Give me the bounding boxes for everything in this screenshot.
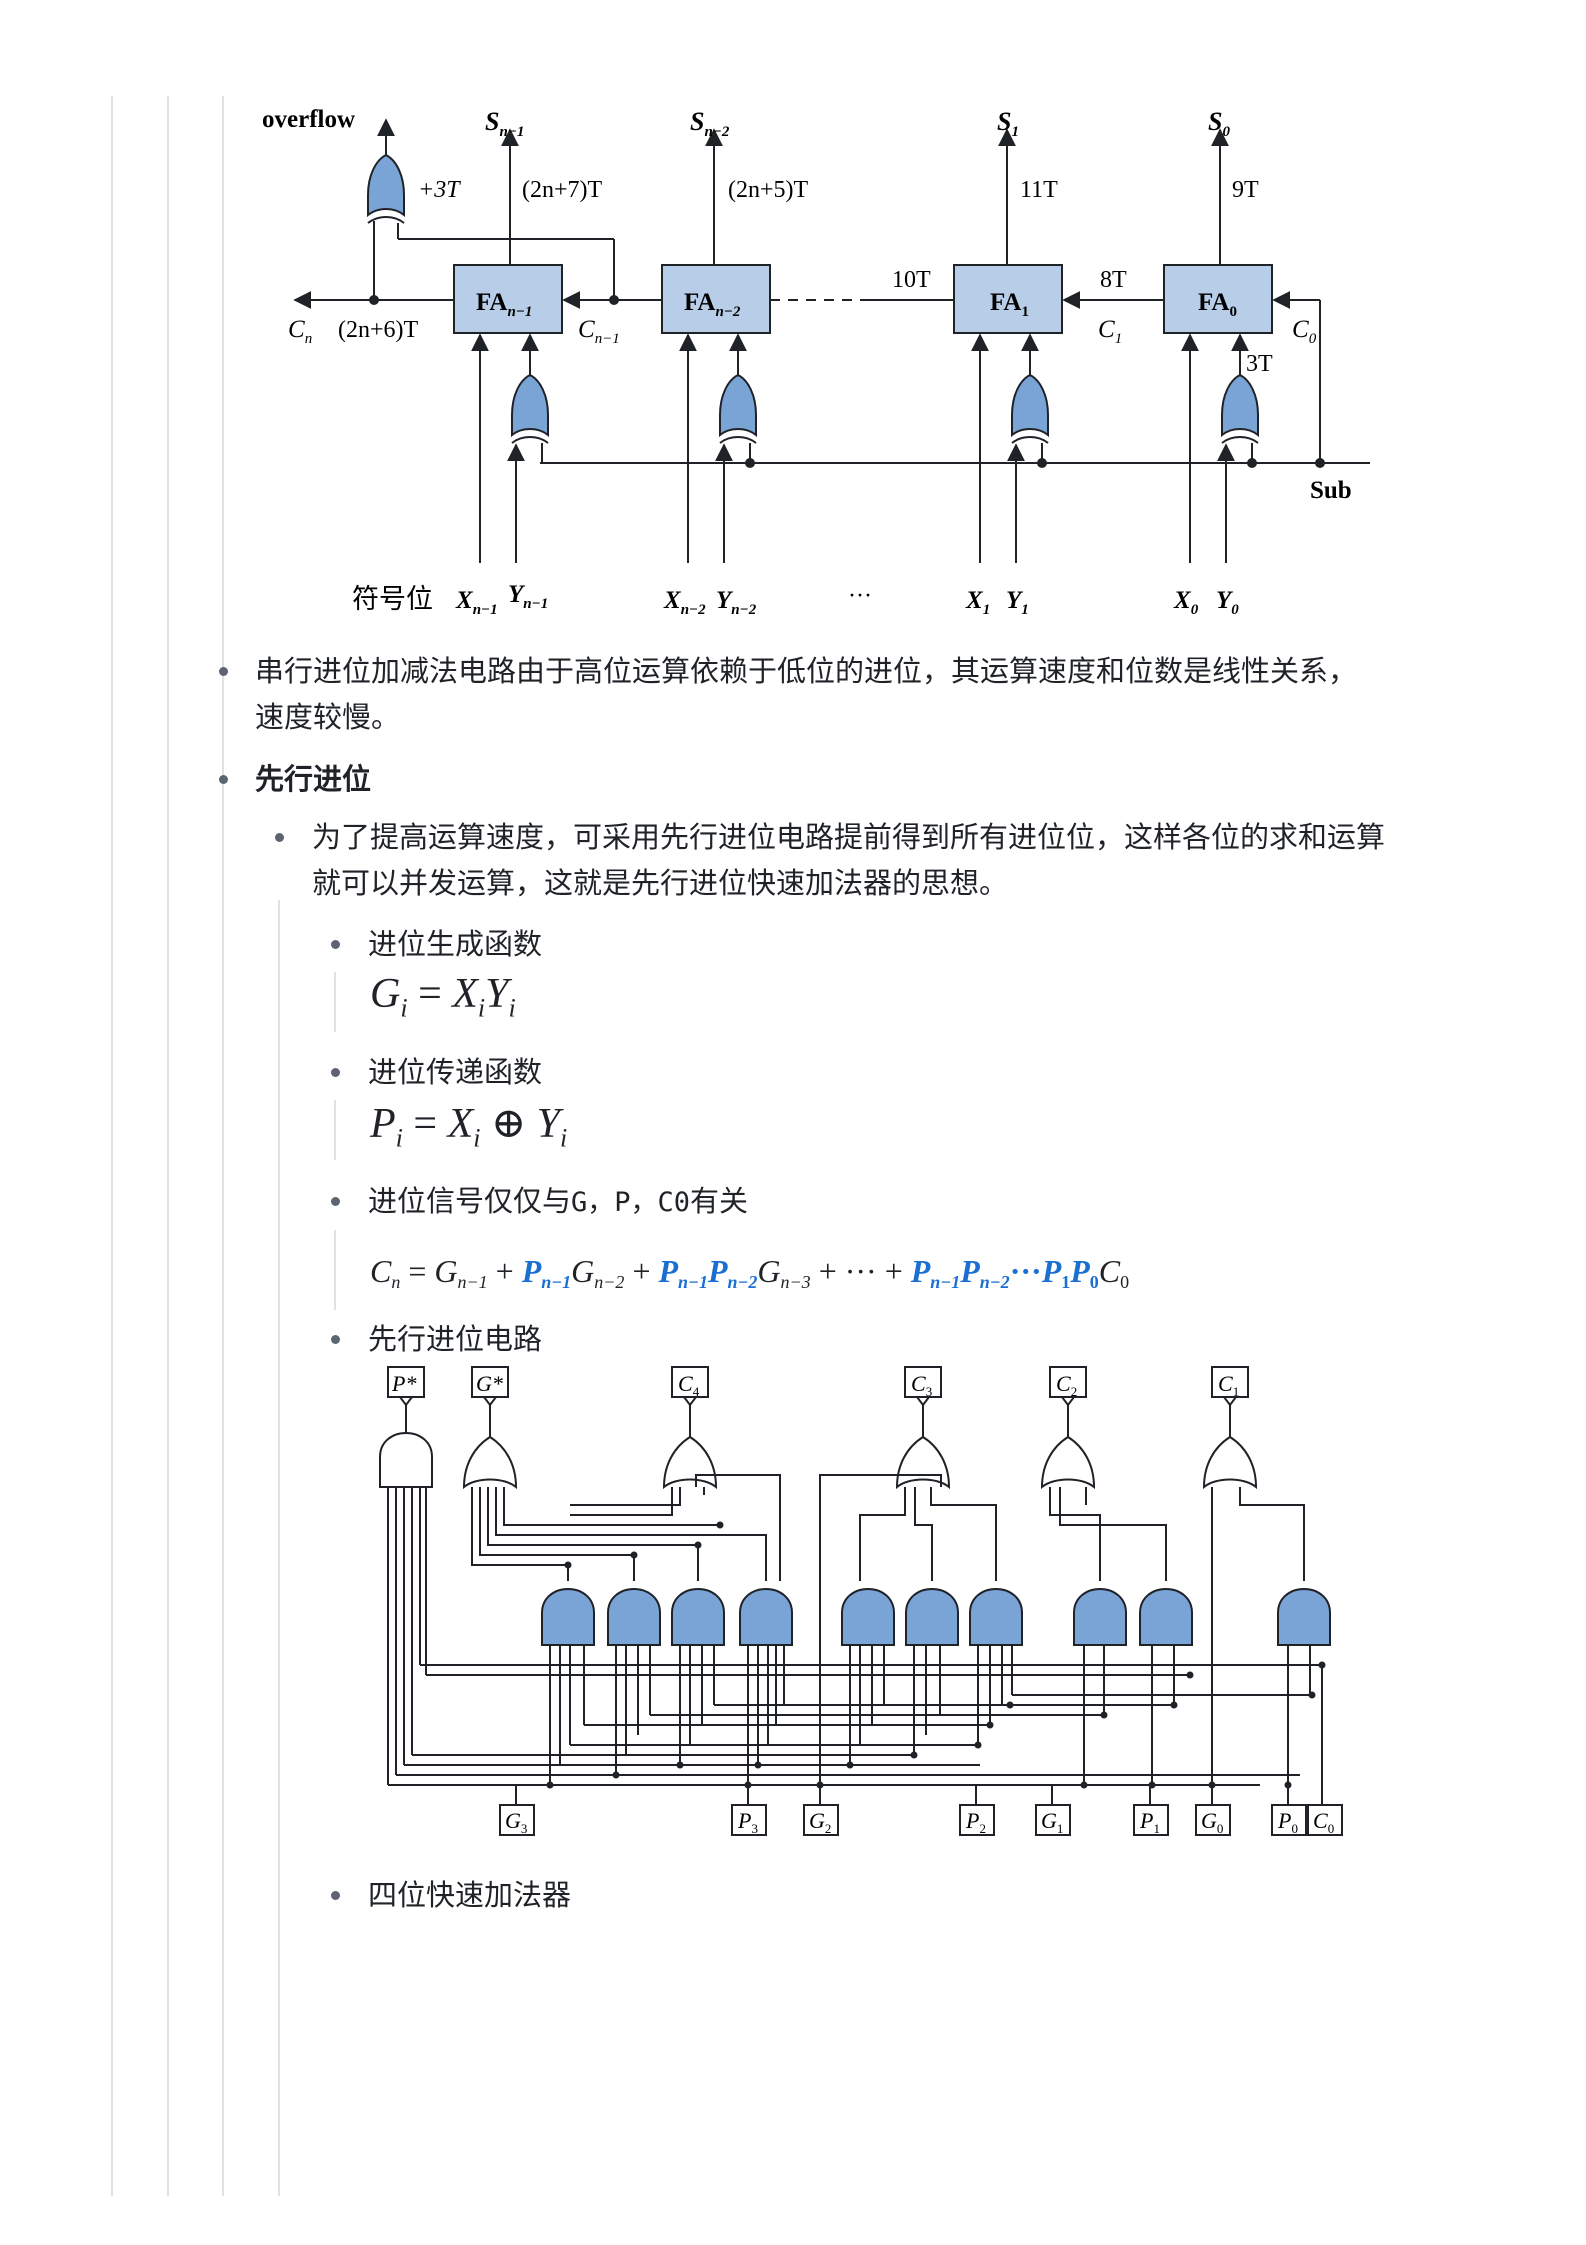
full-adder-n-1 (453, 264, 563, 334)
output-s-1: S1 (997, 107, 1019, 140)
label-c3: C3 (911, 1371, 932, 1399)
label-p0: P0 (1277, 1808, 1298, 1836)
serial-carry-note: 串行进位加减法电路由于高位运算依赖于低位的进位，其运算速度和位数是线性关系， (255, 654, 1358, 688)
math-block-bar (334, 972, 336, 1032)
lookahead-title: 先行进位 (255, 762, 372, 796)
overflow-delay: +3T (418, 177, 461, 203)
delay-s-n-1: (2n+7)T (522, 177, 603, 203)
serial-carry-note-cont: 速度较慢。 (255, 700, 401, 734)
carry-lookahead-circuit: P* G* C4 C3 C2 C1 G3 P3 G2 P2 G1 P1 G0 P… (379, 1366, 1343, 1836)
lookahead-circuit-label: 先行进位电路 (368, 1322, 543, 1356)
input-y-n-1: Yn−1 (508, 581, 548, 612)
indent-guide-1 (111, 96, 113, 2196)
ripple-carry-adder-figure: overflow +3T Sn−1 Sn−2 S1 S0 (2n+7)T (2n… (262, 106, 1370, 618)
carry-1-delay: 8T (1100, 267, 1127, 293)
math-block-bar (334, 1100, 336, 1160)
overflow-xor-gate (367, 153, 405, 224)
lookahead-desc: 为了提高运算速度，可采用先行进位电路提前得到所有进位位，这样各位的求和运算 (312, 820, 1386, 854)
full-adder-1 (953, 264, 1063, 334)
input-x-n-2: Xn−2 (663, 587, 706, 618)
bullet-dot (331, 1068, 340, 1077)
bullet-dot (219, 775, 228, 784)
carry-lookahead-equation: Cn = Gn−1 + Pn−1Gn−2 + Pn−1Pn−2Gn−3 + ··… (370, 1253, 1129, 1292)
xor0-delay: 3T (1246, 351, 1273, 377)
fa-label-n-2: FAn−2 (684, 289, 741, 320)
label-c1: C1 (1218, 1371, 1239, 1399)
label-c2: C2 (1056, 1371, 1077, 1399)
output-s-n-1: Sn−1 (485, 107, 524, 140)
carry-1-label: C1 (1098, 316, 1122, 347)
fa-label-n-1: FAn−1 (476, 289, 532, 320)
label-p1: P1 (1139, 1808, 1160, 1836)
generate-formula: Gi = XiYi (370, 971, 516, 1023)
label-g-star: G* (476, 1371, 503, 1396)
sub-label: Sub (1310, 477, 1352, 504)
four-bit-adder-label: 四位快速加法器 (368, 1878, 572, 1912)
fa-label-1: FA1 (990, 289, 1029, 320)
delay-s-1: 11T (1020, 177, 1058, 203)
propagate-fn-label: 进位传递函数 (368, 1055, 543, 1089)
carry-n-1-label: Cn−1 (578, 316, 620, 347)
delay-s-n-2: (2n+5)T (728, 177, 809, 203)
label-g2: G2 (809, 1808, 831, 1836)
bullet-dot (219, 667, 228, 676)
bullet-dot (331, 1197, 340, 1206)
xor-gate-0 (1221, 373, 1259, 444)
carry-0-label: C0 (1292, 316, 1317, 347)
xor-gate-n-2 (719, 373, 757, 444)
output-s-n-2: Sn−2 (690, 107, 730, 140)
label-p-star: P* (391, 1371, 416, 1396)
output-s-0: S0 (1208, 107, 1230, 140)
indent-guide-4 (278, 900, 280, 2196)
bullet-dot (331, 940, 340, 949)
svg-text:Cn = Gn−1 + Pn−1Gn−2: Cn = Gn−1 + Pn−1Gn−2 + Pn−1Pn−2Gn−3 + ··… (370, 1253, 1129, 1292)
label-g0: G0 (1201, 1808, 1223, 1836)
xor-gate-1 (1011, 373, 1049, 444)
carry-out-delay: (2n+6)T (338, 317, 419, 343)
sign-bit-label: 符号位 (352, 584, 433, 615)
propagate-formula: Pi = Xi ⊕ Yi (370, 1101, 568, 1153)
overflow-label: overflow (262, 106, 355, 133)
input-x-1: X1 (965, 587, 990, 618)
indent-guide-3 (222, 96, 224, 2196)
input-y-n-2: Yn−2 (716, 587, 757, 618)
generate-fn-label: 进位生成函数 (368, 927, 543, 961)
label-g1: G1 (1041, 1808, 1063, 1836)
carry-dependency-label: 进位信号仅仅与G，P，C0有关 (368, 1184, 749, 1218)
input-x-n-1: Xn−1 (455, 587, 498, 618)
input-y-0: Y0 (1216, 587, 1239, 618)
bullet-dot (275, 833, 284, 842)
carry-into-fa1-delay: 10T (892, 267, 931, 293)
full-adder-n-2 (661, 264, 771, 334)
xor-gate-n-1 (511, 373, 549, 444)
label-p2: P2 (965, 1808, 986, 1836)
delay-s-0: 9T (1232, 177, 1259, 203)
label-c0: C0 (1313, 1808, 1334, 1836)
indent-guide-2 (167, 96, 169, 2196)
input-dots: ··· (848, 583, 872, 609)
label-c4: C4 (678, 1371, 700, 1399)
bullet-dot (331, 1335, 340, 1344)
lookahead-desc-cont: 就可以并发运算，这就是先行进位快速加法器的思想。 (312, 866, 1009, 900)
carry-out-label: Cn (288, 316, 312, 347)
input-y-1: Y1 (1006, 587, 1029, 618)
math-block-bar (334, 1230, 336, 1310)
input-x-0: X0 (1173, 587, 1199, 618)
label-p3: P3 (737, 1808, 758, 1836)
label-g3: G3 (505, 1808, 527, 1836)
fa-label-0: FA0 (1198, 289, 1237, 320)
bullet-dot (331, 1891, 340, 1900)
